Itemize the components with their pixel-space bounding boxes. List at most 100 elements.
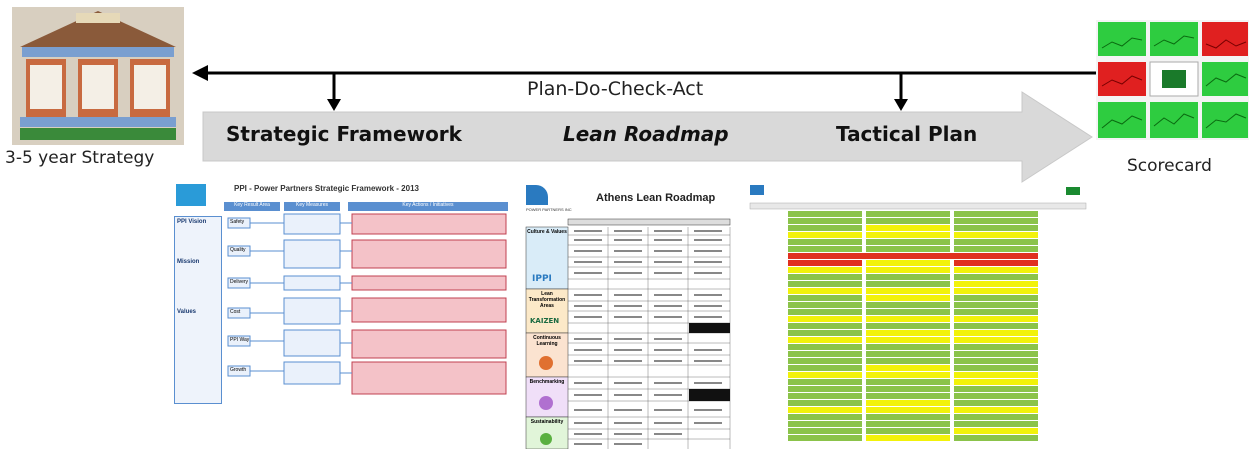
sidebar-vision: PPI Vision [177, 219, 207, 225]
tactical-cell [788, 344, 862, 350]
tactical-cell [866, 239, 950, 245]
tactical-cell [788, 393, 862, 399]
roadmap-title: Athens Lean Roadmap [596, 192, 716, 204]
tactical-cell [954, 316, 1038, 322]
tactical-cell [788, 260, 862, 266]
tactical-cell [954, 260, 1038, 266]
tactical-cell [866, 274, 950, 280]
roadmap-row-sustainability: Sustainability [530, 419, 564, 425]
tactical-cell [866, 267, 950, 273]
tactical-cell [788, 246, 862, 252]
down-arrow-left-head [327, 99, 341, 111]
tactical-cell [954, 393, 1038, 399]
tactical-cell [954, 351, 1038, 357]
tactical-cell [866, 225, 950, 231]
tactical-cell [954, 232, 1038, 238]
tactical-cell [866, 344, 950, 350]
tactical-cell [866, 393, 950, 399]
tactical-cell [954, 246, 1038, 252]
tactical-cell [954, 407, 1038, 413]
tactical-cell [954, 400, 1038, 406]
area-quality: Quality [230, 247, 246, 253]
tactical-cell [866, 218, 950, 224]
framework-sidebar: PPI Vision Mission Values [174, 216, 222, 404]
stage-tactical-plan: Tactical Plan [836, 122, 978, 146]
tactical-cell [866, 281, 950, 287]
tactical-cell [954, 421, 1038, 427]
tactical-cell [788, 295, 862, 301]
tactical-cell [954, 309, 1038, 315]
cycle-label: Plan-Do-Check-Act [527, 78, 704, 100]
tactical-cell [788, 407, 862, 413]
tactical-plan-image [748, 183, 1088, 445]
tactical-cell [788, 281, 862, 287]
tactical-cell [866, 372, 950, 378]
tactical-cell [866, 260, 950, 266]
stage-strategic-framework: Strategic Framework [226, 122, 462, 146]
tactical-red-band [788, 253, 1038, 259]
tactical-cell [866, 316, 950, 322]
tactical-cell [788, 288, 862, 294]
tactical-cell [866, 337, 950, 343]
tactical-cell [866, 407, 950, 413]
strategy-house-image [12, 7, 184, 145]
tactical-cell [788, 414, 862, 420]
roadmap-row-lean: Lean Transformation Areas [528, 291, 566, 309]
tactical-cell [954, 295, 1038, 301]
sidebar-mission: Mission [177, 259, 200, 265]
tactical-cell [866, 302, 950, 308]
framework-logo [176, 184, 206, 206]
roadmap-row-culture: Culture & Values [527, 229, 567, 235]
process-arrow-shape [202, 91, 1093, 183]
tactical-cell [866, 400, 950, 406]
tactical-cell [788, 386, 862, 392]
roadmap-grid: IPPI KAIZEN [525, 218, 731, 449]
tactical-cell [866, 295, 950, 301]
tactical-cell [788, 302, 862, 308]
tactical-cell [954, 281, 1038, 287]
tactical-cell [788, 211, 862, 217]
tactical-cell [954, 323, 1038, 329]
tactical-cell [954, 302, 1038, 308]
tactical-cell [788, 365, 862, 371]
tactical-cell [788, 337, 862, 343]
tactical-cell [954, 274, 1038, 280]
tactical-grid [749, 185, 1087, 441]
roadmap-doc-image: POWER PARTNERS INC Athens Lean Roadmap [524, 183, 732, 449]
area-delivery: Delivery [230, 279, 249, 285]
tactical-cell [954, 337, 1038, 343]
tactical-cell [954, 435, 1038, 441]
tactical-cell [866, 365, 950, 371]
tactical-cell [866, 330, 950, 336]
down-arrow-right-head [894, 99, 908, 111]
tactical-cell [866, 288, 950, 294]
tactical-cell [788, 316, 862, 322]
tactical-cell [954, 379, 1038, 385]
area-cost: Cost [230, 309, 241, 315]
tactical-cell [788, 421, 862, 427]
roadmap-row-learning: Continuous Learning [533, 335, 561, 347]
roadmap-row-benchmarking: Benchmarking [529, 379, 565, 385]
tactical-cell [788, 232, 862, 238]
tactical-cell [788, 309, 862, 315]
tactical-cell [788, 435, 862, 441]
stage-lean-roadmap: Lean Roadmap [563, 122, 729, 146]
feedback-arrowhead [192, 65, 208, 81]
tactical-cell [788, 379, 862, 385]
tactical-cell [866, 414, 950, 420]
tactical-cell [788, 218, 862, 224]
tactical-cell [954, 225, 1038, 231]
framework-rows [227, 213, 507, 395]
framework-doc-image: PPI - Power Partners Strategic Framework… [172, 180, 512, 408]
roadmap-logo [526, 185, 548, 205]
tactical-cell [788, 225, 862, 231]
tactical-cell [788, 323, 862, 329]
tactical-cell [788, 358, 862, 364]
framework-col2: Key Measures [284, 202, 340, 211]
tactical-cell [866, 309, 950, 315]
tactical-cell [788, 330, 862, 336]
tactical-cell [954, 386, 1038, 392]
tactical-cell [788, 400, 862, 406]
tactical-cell [788, 274, 862, 280]
